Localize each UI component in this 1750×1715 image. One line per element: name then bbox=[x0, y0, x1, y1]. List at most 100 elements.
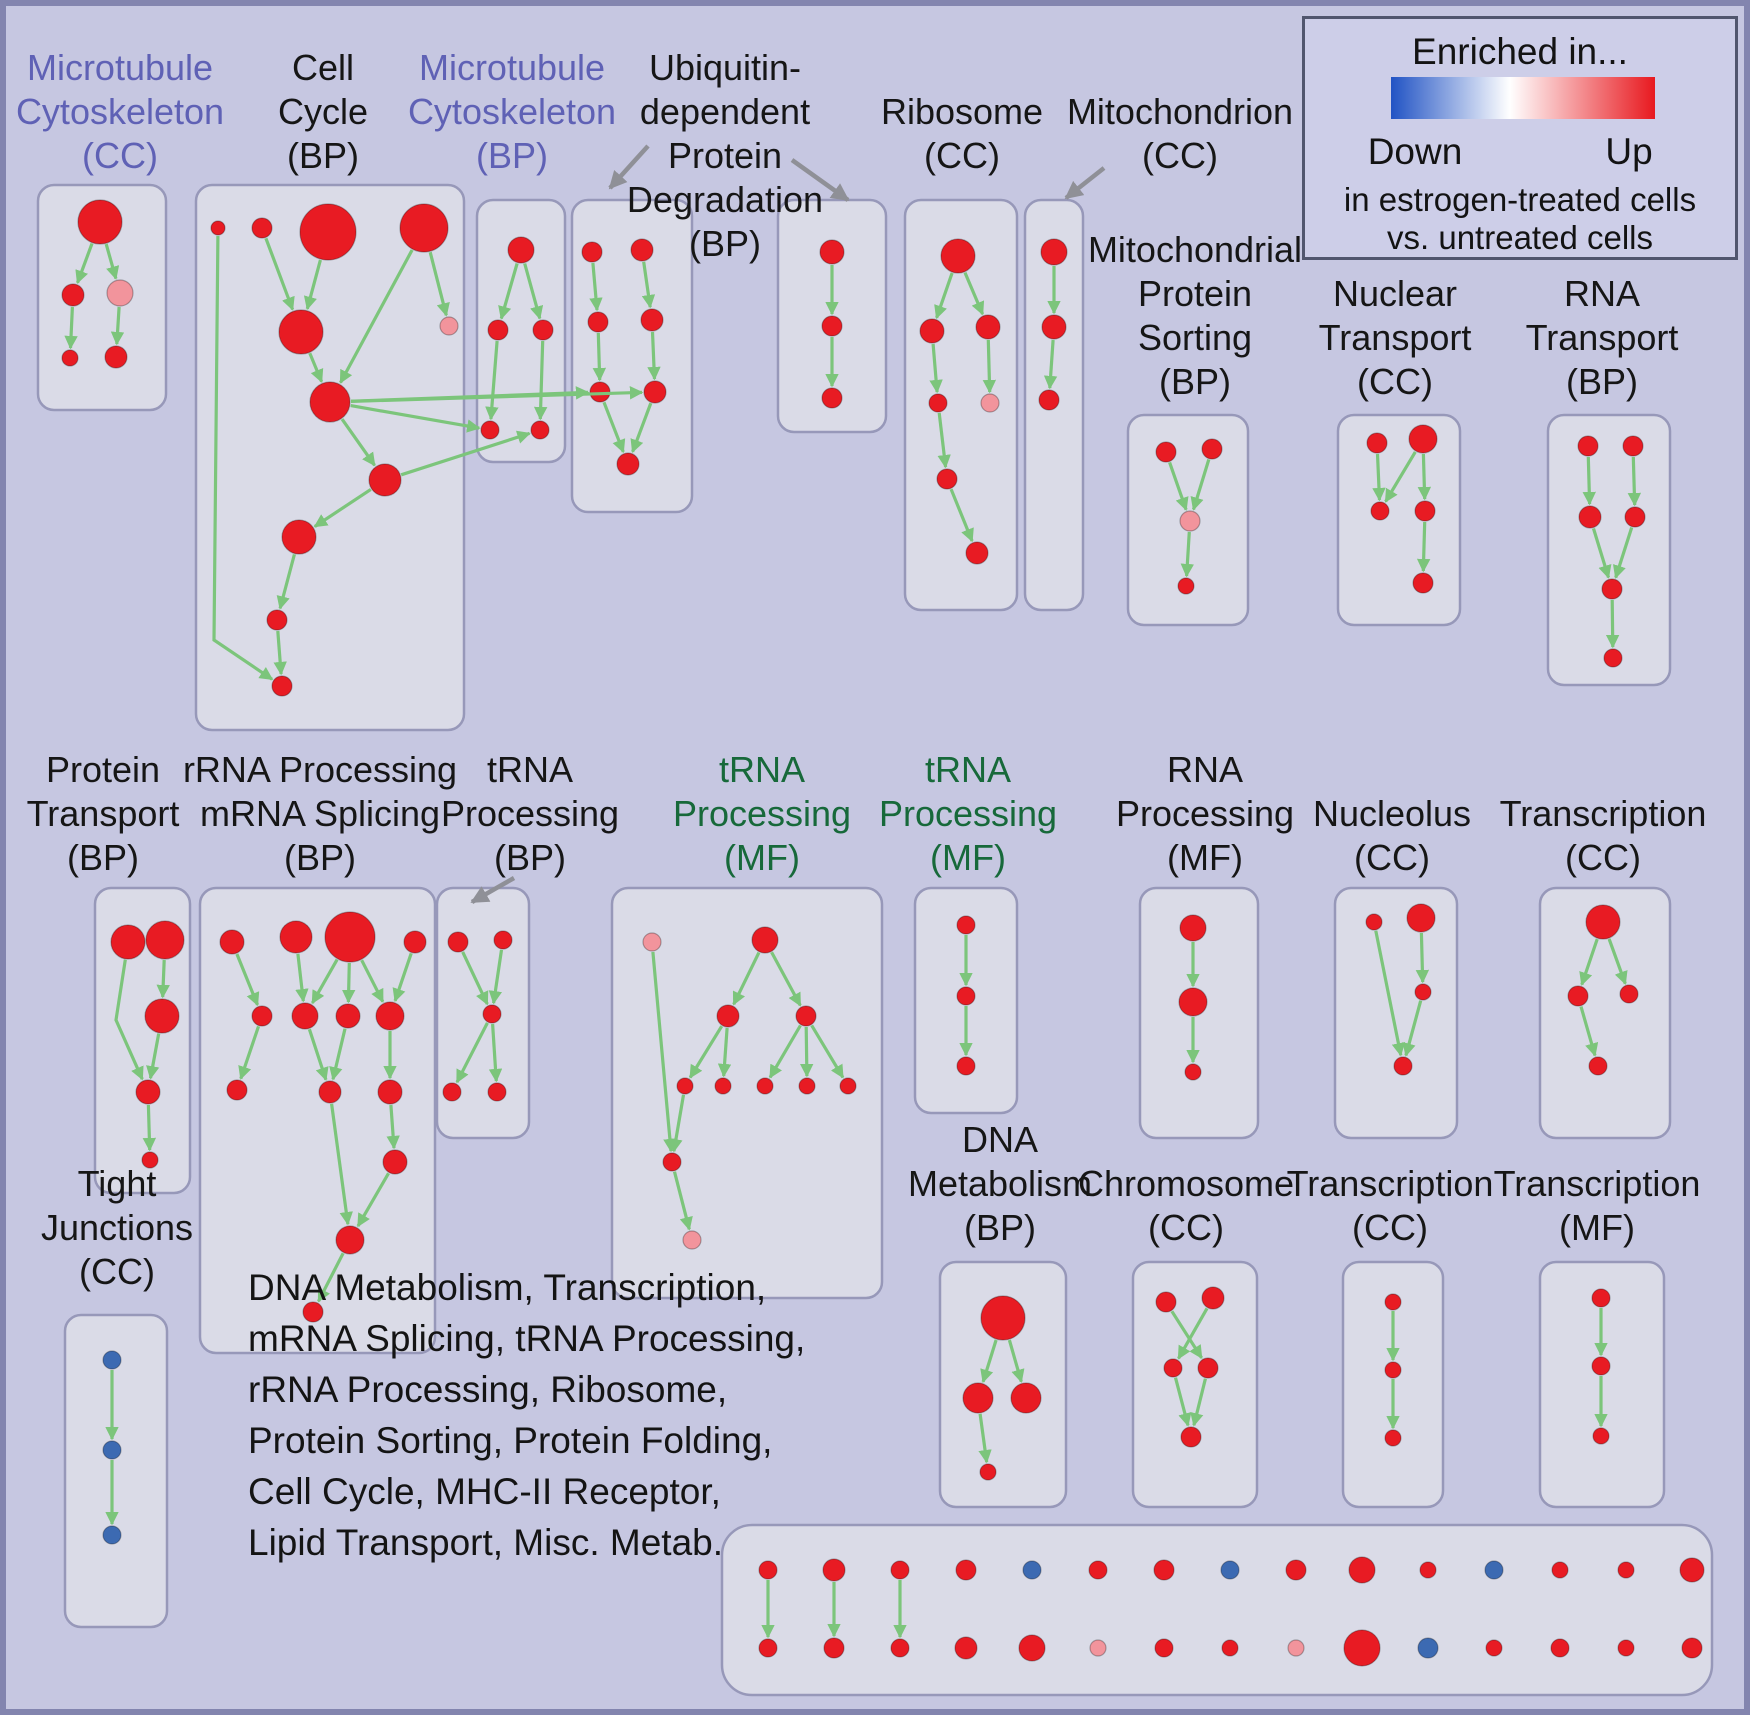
regulation-edge bbox=[386, 1104, 400, 1150]
cluster-label-transcription-cc-bottom: Transcription bbox=[1287, 1163, 1494, 1204]
regulation-edge bbox=[732, 951, 761, 1006]
regulation-edge bbox=[1607, 938, 1628, 985]
cluster-box-cell-cycle bbox=[194, 183, 466, 732]
gene-node-red bbox=[532, 319, 554, 341]
gene-node-pink bbox=[682, 1230, 702, 1250]
gene-node-red bbox=[1184, 1063, 1202, 1081]
gene-node-red bbox=[587, 311, 609, 333]
cluster-label-chromosome-cc: Chromosome bbox=[1078, 1163, 1294, 1204]
cluster-label-trna-bp: (BP) bbox=[494, 837, 566, 878]
cluster-mitochondrion-cc bbox=[1023, 198, 1085, 612]
gene-node-red bbox=[822, 1558, 846, 1582]
gene-node-red bbox=[210, 220, 226, 236]
gene-node-red bbox=[1617, 1561, 1635, 1579]
regulation-edge bbox=[1372, 453, 1386, 502]
gene-node-red bbox=[890, 1560, 910, 1580]
cluster-label-mito-protein-sorting: Mitochondrial bbox=[1088, 229, 1302, 270]
gene-node-red bbox=[1681, 1637, 1703, 1659]
gene-node-red bbox=[1485, 1639, 1503, 1657]
regulation-edge bbox=[602, 401, 626, 454]
gene-node-red bbox=[956, 1056, 976, 1076]
label-pointer-arrow bbox=[608, 144, 650, 190]
gene-node-red bbox=[1601, 578, 1623, 600]
regulation-edge bbox=[329, 1028, 347, 1081]
gene-node-red bbox=[1018, 1634, 1046, 1662]
gene-node-red bbox=[507, 236, 535, 264]
gene-node-red bbox=[1179, 914, 1207, 942]
gene-node-red bbox=[1419, 1561, 1437, 1579]
gene-node-red bbox=[110, 924, 146, 960]
cluster-label-microtubule-cc: Cytoskeleton bbox=[16, 91, 224, 132]
legend-subtitle-line1: in estrogen-treated cells bbox=[1343, 181, 1697, 218]
cluster-rna-processing-mf bbox=[1138, 886, 1260, 1140]
gene-node-red bbox=[1619, 984, 1639, 1004]
cluster-label-tight-junctions: Junctions bbox=[41, 1207, 193, 1248]
gene-node-red bbox=[1412, 572, 1434, 594]
cluster-trna-mf-2 bbox=[913, 886, 1019, 1115]
regulation-edge bbox=[963, 271, 985, 316]
regulation-edge bbox=[1402, 1000, 1423, 1057]
gene-node-red bbox=[1088, 1560, 1108, 1580]
cluster-label-ubiquitin-1: (BP) bbox=[689, 223, 761, 264]
gene-node-red bbox=[1551, 1561, 1569, 1579]
regulation-edge bbox=[212, 235, 274, 681]
gene-node-red bbox=[616, 452, 640, 476]
regulation-edge bbox=[1627, 456, 1642, 507]
note-line-4: Protein Sorting, Protein Folding, bbox=[248, 1420, 773, 1461]
gene-node-red bbox=[318, 1080, 342, 1104]
cluster-box-ribosome-cc bbox=[903, 198, 1019, 612]
regulation-edge bbox=[238, 1025, 261, 1080]
gene-node-red bbox=[487, 319, 509, 341]
gene-node-red bbox=[758, 1560, 778, 1580]
gene-node-red bbox=[1585, 904, 1621, 940]
cluster-ribosome-cc bbox=[903, 198, 1019, 612]
gene-node-red bbox=[281, 519, 317, 555]
cluster-label-chromosome-cc: (CC) bbox=[1148, 1207, 1224, 1248]
gene-node-red bbox=[480, 420, 500, 440]
cluster-box-nucleolus-cc bbox=[1333, 886, 1459, 1140]
cluster-label-rna-processing-mf: Processing bbox=[1116, 793, 1294, 834]
gene-node-red bbox=[1343, 1629, 1381, 1667]
regulation-edge bbox=[400, 430, 531, 477]
regulation-edge bbox=[1417, 453, 1432, 501]
regulation-edge bbox=[800, 1026, 814, 1078]
gene-node-red bbox=[382, 1149, 408, 1175]
regulation-edge bbox=[1173, 1377, 1192, 1427]
gene-node-red bbox=[1201, 1286, 1225, 1310]
cluster-label-protein-transport: Transport bbox=[27, 793, 180, 834]
regulation-edge bbox=[114, 959, 144, 1081]
cluster-transcription-cc-top bbox=[1538, 886, 1672, 1140]
gene-node-red bbox=[940, 238, 976, 274]
regulation-edge bbox=[592, 332, 607, 382]
cluster-label-dna-metabolism: DNA bbox=[962, 1119, 1038, 1160]
gene-node-red bbox=[1588, 1056, 1608, 1076]
gene-node-blue bbox=[1417, 1637, 1439, 1659]
gene-node-pink bbox=[1287, 1639, 1305, 1657]
cluster-transcription-mf bbox=[1538, 1260, 1666, 1509]
cluster-label-nuclear-transport: Nuclear bbox=[1333, 273, 1457, 314]
gene-node-red bbox=[368, 463, 402, 497]
regulation-edge bbox=[1605, 599, 1620, 649]
note-line-1: DNA Metabolism, Transcription, bbox=[248, 1267, 767, 1308]
regulation-edge bbox=[688, 1025, 724, 1079]
gene-node-red bbox=[1365, 913, 1383, 931]
cluster-label-mito-protein-sorting: (BP) bbox=[1159, 361, 1231, 402]
regulation-edge bbox=[934, 272, 954, 320]
gene-node-red bbox=[1591, 1288, 1611, 1308]
regulation-edge bbox=[1591, 528, 1612, 579]
gene-node-red bbox=[377, 1079, 403, 1105]
cluster-label-transcription-cc-bottom: (CC) bbox=[1352, 1207, 1428, 1248]
cluster-label-microtubule-cc: Microtubule bbox=[27, 47, 213, 88]
gene-node-red bbox=[980, 1295, 1026, 1341]
cluster-label-rna-transport: Transport bbox=[1526, 317, 1679, 358]
gene-node-pink bbox=[980, 393, 1000, 413]
cluster-box-nuclear-transport bbox=[1336, 413, 1462, 627]
cluster-label-cell-cycle: (BP) bbox=[287, 135, 359, 176]
cluster-label-ubiquitin-1: dependent bbox=[640, 91, 810, 132]
regulation-edge bbox=[392, 952, 413, 1003]
gene-node-red bbox=[144, 998, 180, 1034]
regulation-edge bbox=[110, 306, 125, 346]
cluster-label-transcription-cc-top: (CC) bbox=[1565, 837, 1641, 878]
cluster-nuclear-transport bbox=[1336, 413, 1462, 627]
legend-down-label: Down bbox=[1367, 131, 1463, 172]
